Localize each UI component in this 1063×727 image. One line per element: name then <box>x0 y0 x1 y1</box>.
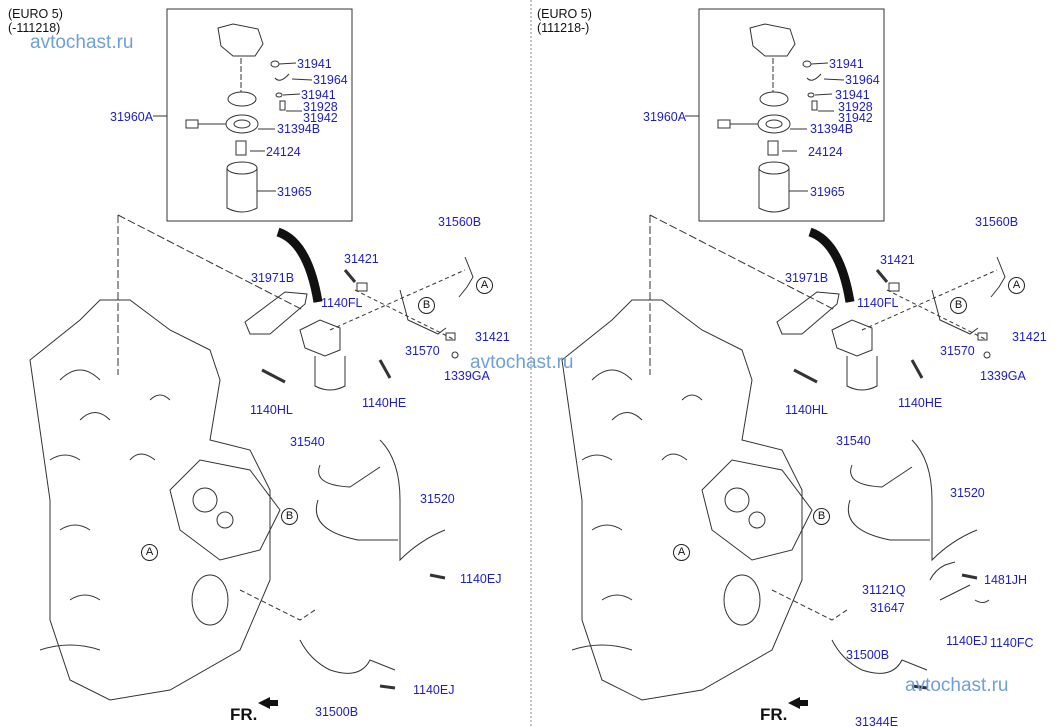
variant-label: (EURO 5) <box>537 7 592 21</box>
panel-drawing-right <box>562 9 1005 700</box>
o-ring <box>227 91 257 107</box>
filter-head <box>217 23 264 57</box>
part-label[interactable]: 31971B <box>251 271 295 285</box>
engine-block <box>29 299 271 701</box>
marker-b: B <box>281 508 298 525</box>
part-label[interactable]: 31540 <box>836 434 871 448</box>
date-range-label: (-111218) <box>8 21 61 35</box>
part-label[interactable]: 31500B <box>846 648 890 662</box>
gear-housing <box>191 574 229 626</box>
part-label[interactable]: 31960A <box>643 110 687 124</box>
fuel-line-31520 <box>318 439 446 562</box>
part-label[interactable]: 1140HL <box>785 403 828 417</box>
part-label[interactable]: 31941 <box>835 88 870 102</box>
front-indicator: FR. <box>230 705 258 724</box>
heater <box>225 114 259 134</box>
part-label[interactable]: 31520 <box>420 492 455 506</box>
marker-b: B <box>418 297 435 314</box>
part-label[interactable]: 31965 <box>277 185 312 199</box>
bracket <box>244 291 308 335</box>
part-label[interactable]: 1140HE <box>362 396 407 410</box>
part-label[interactable]: 1140FL <box>857 296 899 310</box>
watermark: avtochast.ru <box>470 352 574 373</box>
part-label[interactable]: 31421 <box>475 330 510 344</box>
part-label[interactable]: 31394B <box>810 122 854 136</box>
part-label[interactable]: 31394B <box>277 122 321 136</box>
part-label[interactable]: 31964 <box>845 73 880 87</box>
front-arrow-right <box>788 697 808 709</box>
part-label[interactable]: 31344E <box>855 715 899 727</box>
part-label[interactable]: 1140EJ <box>460 572 502 586</box>
part-label[interactable]: 31971B <box>785 271 829 285</box>
panel-drawing-left <box>29 8 474 701</box>
part-label[interactable]: 31942 <box>303 111 338 125</box>
filter-detail-box <box>166 8 353 222</box>
part-label[interactable]: 31421 <box>1012 330 1047 344</box>
front-indicator: FR. <box>760 705 788 724</box>
marker-a: A <box>476 277 493 294</box>
part-label[interactable]: 31500B <box>315 705 359 719</box>
filter-body <box>314 356 346 391</box>
part-label[interactable]: 24124 <box>266 145 301 159</box>
fuel-line-31500b <box>299 639 396 674</box>
part-label[interactable]: 31570 <box>405 344 440 358</box>
part-label[interactable]: 31941 <box>301 88 336 102</box>
part-label[interactable]: 31540 <box>290 435 325 449</box>
hose-clip-assembly <box>929 561 990 603</box>
part-label[interactable]: 31560B <box>975 215 1019 229</box>
part-label[interactable]: 31941 <box>297 57 332 71</box>
marker-a: A <box>673 544 690 561</box>
part-label[interactable]: 31647 <box>870 601 905 615</box>
part-label[interactable]: 1339GA <box>444 369 490 383</box>
marker-b: B <box>813 508 830 525</box>
part-label[interactable]: 31942 <box>838 111 873 125</box>
watermark: avtochast.ru <box>30 32 134 53</box>
sensor <box>235 140 247 156</box>
marker-a: A <box>141 544 158 561</box>
part-label[interactable]: 31560B <box>438 215 482 229</box>
part-label[interactable]: 31928 <box>303 100 338 114</box>
filter-housing <box>299 319 341 357</box>
watermark: avtochast.ru <box>905 675 1009 696</box>
marker-a: A <box>1008 277 1025 294</box>
part-label[interactable]: 31421 <box>880 253 915 267</box>
front-arrow-left <box>258 697 278 709</box>
marker-b: B <box>950 297 967 314</box>
fuel-pump <box>169 459 281 561</box>
part-label[interactable]: 31421 <box>344 252 379 266</box>
connector <box>185 119 226 129</box>
fuel-hose-31560b <box>458 256 474 298</box>
part-label[interactable]: 31570 <box>940 344 975 358</box>
part-label[interactable]: 24124 <box>808 145 843 159</box>
part-label[interactable]: 31964 <box>313 73 348 87</box>
part-label[interactable]: 31960A <box>110 110 154 124</box>
part-label[interactable]: 1339GA <box>980 369 1026 383</box>
part-label[interactable]: 31965 <box>810 185 845 199</box>
part-label[interactable]: 1140HL <box>250 403 293 417</box>
variant-label: (EURO 5) <box>8 7 63 21</box>
part-label[interactable]: 1140EJ <box>413 683 455 697</box>
pointer-arrow <box>276 227 323 303</box>
part-label[interactable]: 31928 <box>838 100 873 114</box>
part-label[interactable]: 1481JH <box>984 573 1028 587</box>
fuel-line-31540 <box>316 499 398 541</box>
part-label[interactable]: 31941 <box>829 57 864 71</box>
filter-cartridge <box>226 168 258 213</box>
part-label[interactable]: 31520 <box>950 486 985 500</box>
date-range-label: (111218-) <box>537 21 590 35</box>
fuel-hose-31570 <box>399 289 447 335</box>
part-label[interactable]: 1140EJ <box>946 634 988 648</box>
part-label[interactable]: 1140FL <box>321 296 363 310</box>
part-label[interactable]: 1140HE <box>898 396 943 410</box>
part-label[interactable]: 31121Q <box>862 583 906 597</box>
part-label[interactable]: 1140FC <box>990 636 1034 650</box>
